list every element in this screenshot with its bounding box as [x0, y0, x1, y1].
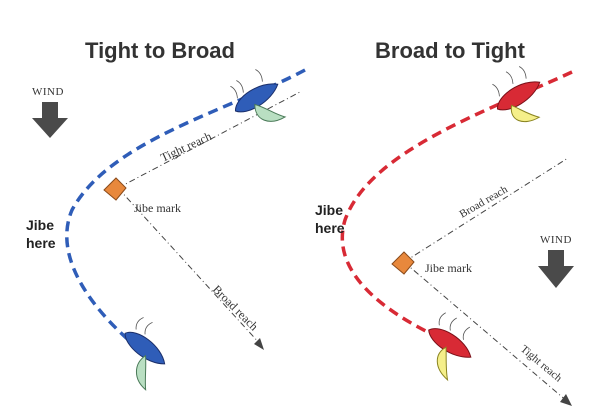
arrowhead-tight-right	[560, 394, 572, 406]
panel-title-right: Broad to Tight	[375, 38, 526, 63]
jibe-here-label-right-2: here	[315, 220, 345, 236]
jibe-mark-icon	[391, 251, 415, 275]
panel-title-left: Tight to Broad	[85, 38, 235, 63]
sailboat-icon	[124, 317, 166, 391]
sailboat-icon	[230, 69, 287, 122]
wind-label-right: WIND	[540, 234, 572, 246]
jibe-mark-label-right: Jibe mark	[425, 261, 472, 275]
broad-reach-line-right	[403, 157, 569, 263]
tight-reach-line-left	[117, 91, 301, 189]
broad-reach-label-left: Broad reach	[210, 282, 261, 333]
wind-label-left: WIND	[32, 86, 64, 98]
sailboat-icon	[492, 66, 541, 123]
broad-reach-label-right: Broad reach	[458, 183, 511, 220]
panel-tight-to-broad: Tight to Broad WIND Tight reach Broad re…	[26, 38, 306, 391]
jibe-mark-icon	[103, 177, 127, 201]
jibe-here-label-left-1: Jibe	[26, 217, 54, 233]
sailboat-icon	[428, 312, 472, 382]
broad-reach-line-left	[117, 187, 263, 347]
arrowhead-broad-left	[254, 338, 264, 350]
jibe-here-label-left-2: here	[26, 235, 56, 251]
sailing-path-right	[340, 70, 573, 340]
wind-arrow-icon	[538, 250, 574, 288]
jibe-mark-label-left: Jibe mark	[134, 201, 181, 215]
tight-reach-label-right: Tight reach	[518, 343, 564, 385]
sailing-path-left	[65, 68, 306, 352]
wind-arrow-icon	[32, 102, 68, 138]
tight-reach-line-right	[403, 261, 569, 403]
jibe-here-label-right-1: Jibe	[315, 202, 343, 218]
panel-broad-to-tight: Broad to Tight Broad reach Tight reach J…	[315, 38, 574, 406]
